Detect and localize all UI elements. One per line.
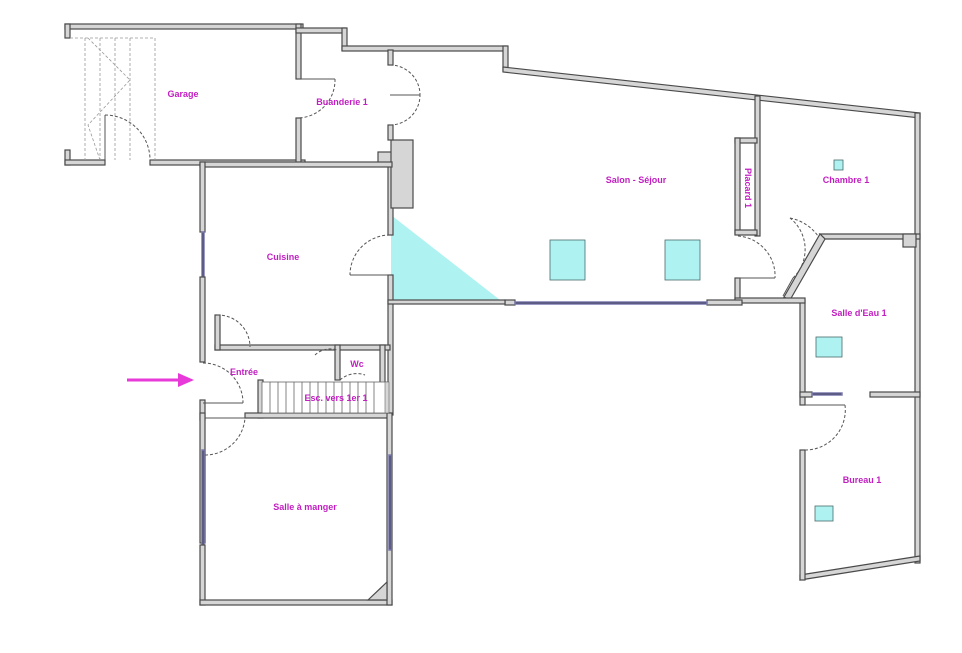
- skylights: [549, 159, 844, 522]
- room-label-cuisine: Cuisine: [267, 252, 300, 262]
- room-label-salle-eau: Salle d'Eau 1: [831, 308, 886, 318]
- doors: [104, 64, 846, 456]
- room-label-buanderie: Buanderie 1: [316, 97, 368, 107]
- room-label-garage: Garage: [167, 89, 198, 99]
- room-labels: Garage Buanderie 1 Salon - Séjour Placar…: [167, 89, 886, 512]
- interior-stairs: [261, 381, 390, 414]
- entry-arrow-icon: [127, 373, 194, 387]
- skylight-salon-right: [664, 239, 701, 281]
- room-label-bureau: Bureau 1: [843, 475, 882, 485]
- glass-area: [391, 215, 500, 300]
- room-label-salon: Salon - Séjour: [606, 175, 667, 185]
- room-label-escalier: Esc. vers 1er 1: [304, 393, 367, 403]
- room-label-salle-manger: Salle à manger: [273, 502, 337, 512]
- skylight-chambre: [833, 159, 844, 171]
- room-label-chambre: Chambre 1: [823, 175, 870, 185]
- walls: [64, 23, 921, 606]
- garage-stairs: [70, 37, 156, 161]
- skylight-salon-left: [549, 239, 586, 281]
- skylight-bureau: [814, 505, 834, 522]
- room-label-placard: Placard 1: [743, 168, 753, 208]
- room-label-wc: Wc: [350, 359, 364, 369]
- skylight-salle-eau: [815, 336, 843, 358]
- room-label-entree: Entrée: [230, 367, 258, 377]
